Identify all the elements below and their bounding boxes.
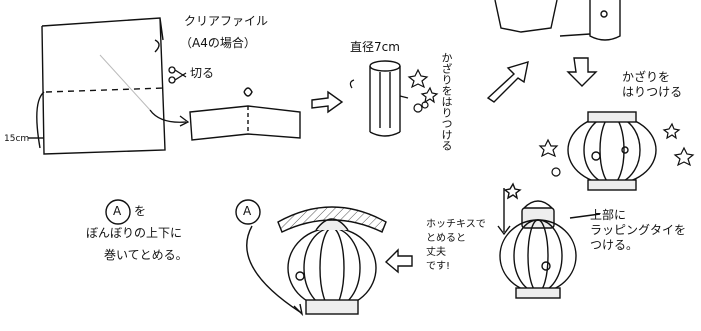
label-a-instruction-2: ぼんぼりの上下に (86, 226, 183, 240)
star-decorations (349, 68, 439, 113)
flower-decorations (538, 122, 695, 177)
label-decorate-vertical: かざりをはりつける (440, 52, 453, 151)
label-cut: 切る (190, 66, 215, 80)
label-a-instruction-3: 巻いてとめる。 (104, 248, 188, 262)
curved-arrow-to-sheet (149, 109, 190, 127)
arrow-right-icon (311, 90, 344, 114)
arrow-left-icon (384, 248, 413, 274)
cut-sheet (189, 87, 301, 141)
label-decorate-right: かざりを はりつける (622, 70, 683, 99)
label-clear-file: クリアファイル (184, 14, 269, 28)
scissors-icon (168, 66, 187, 84)
lantern-final (277, 206, 387, 315)
label-15cm: 15cm (4, 134, 30, 144)
label-stapler: ホッチキスで とめると 丈夫 です! (426, 219, 486, 272)
lantern-with-tie (499, 182, 601, 299)
a-marker-lantern: A (243, 204, 252, 218)
lantern-decorated (567, 111, 657, 191)
label-tape-top: 上部に ラッピングタイを つける。 (590, 208, 687, 252)
label-a-instruction-1: を (134, 204, 147, 218)
clear-file-sheet (28, 17, 166, 155)
a-marker-circle (105, 199, 304, 317)
arrow-up-right-icon (486, 60, 529, 103)
decorated-tube-top (494, 0, 621, 41)
arrow-down-icon (566, 57, 598, 87)
paper-tube (369, 60, 401, 137)
label-a4-case: （A4の場合） (180, 36, 256, 50)
a-marker-instruction: A (113, 204, 122, 218)
label-diameter: 直径7cm (350, 40, 400, 54)
arrow-down-left-icon (497, 188, 511, 236)
